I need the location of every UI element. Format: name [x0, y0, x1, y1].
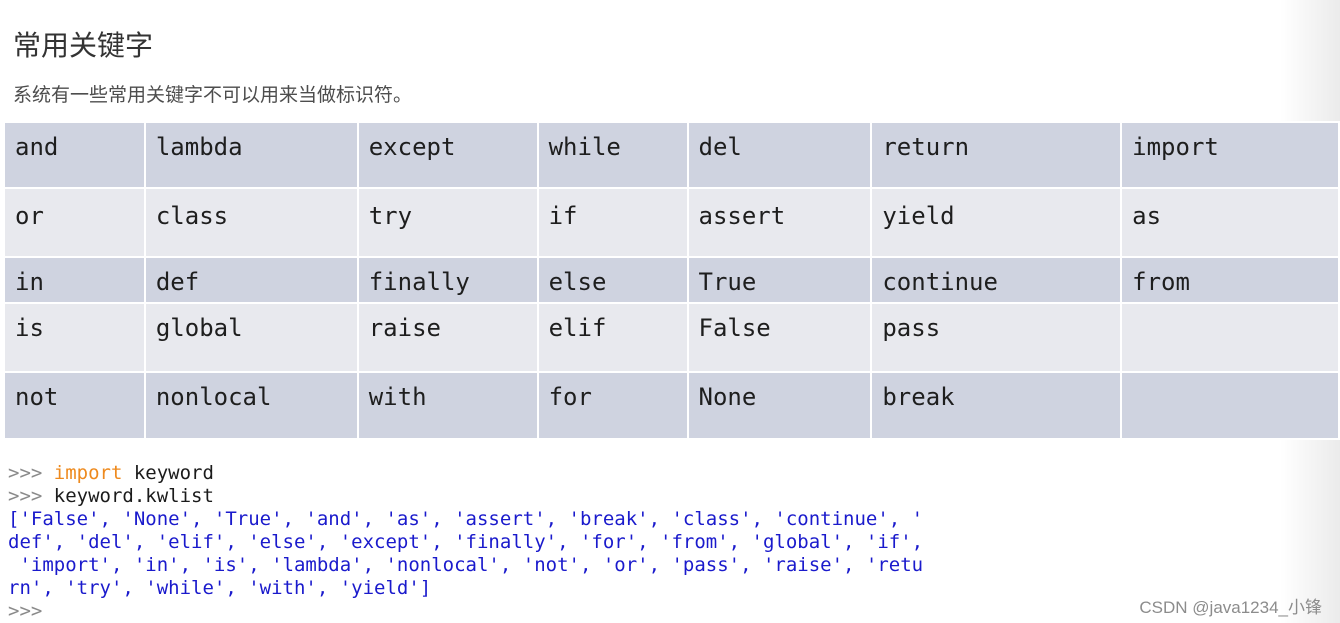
table-row: and lambda except while del return impor… — [3, 121, 1340, 189]
table-row: is global raise elif False pass — [3, 302, 1340, 373]
section-heading: 常用关键字 — [13, 29, 154, 62]
console-output: def', 'del', 'elif', 'else', 'except', '… — [8, 531, 924, 553]
keyword-cell: nonlocal — [143, 371, 359, 440]
keyword-cell: as — [1120, 187, 1340, 258]
python-console: >>> import keyword >>> keyword.kwlist ['… — [8, 462, 923, 623]
keyword-cell: def — [143, 256, 359, 304]
keyword-cell: class — [143, 187, 359, 258]
keyword-cell: return — [870, 121, 1123, 189]
keyword-cell: global — [143, 302, 359, 373]
keyword-cell: while — [536, 121, 689, 189]
keyword-cell: not — [3, 371, 146, 440]
prompt-marker: >>> — [8, 600, 43, 622]
csdn-watermark: CSDN @java1234_小锋 — [1139, 598, 1322, 617]
keyword-table: and lambda except while del return impor… — [3, 121, 1340, 440]
table-row: not nonlocal with for None break — [3, 371, 1340, 440]
keyword-cell: False — [686, 302, 873, 373]
keyword-cell: or — [3, 187, 146, 258]
keyword-cell: continue — [870, 256, 1123, 304]
keyword-cell: assert — [686, 187, 873, 258]
keyword-cell — [1120, 371, 1340, 440]
keyword-cell: in — [3, 256, 146, 304]
keyword-cell: elif — [536, 302, 689, 373]
keyword-cell: raise — [356, 302, 539, 373]
console-command: keyword.kwlist — [42, 485, 214, 507]
keyword-cell: finally — [356, 256, 539, 304]
section-description: 系统有一些常用关键字不可以用来当做标识符。 — [13, 84, 413, 106]
keyword-cell: for — [536, 371, 689, 440]
keyword-cell — [1120, 302, 1340, 373]
keyword-cell: except — [356, 121, 539, 189]
keyword-cell: break — [870, 371, 1123, 440]
keyword-cell: is — [3, 302, 146, 373]
table-row: or class try if assert yield as — [3, 187, 1340, 258]
prompt-marker: >>> — [8, 485, 43, 507]
table-row: in def finally else True continue from — [3, 256, 1340, 304]
import-keyword: import — [53, 462, 123, 484]
console-output: ['False', 'None', 'True', 'and', 'as', '… — [8, 508, 924, 530]
keyword-cell: del — [686, 121, 873, 189]
keyword-cell: from — [1120, 256, 1340, 304]
keyword-cell: yield — [870, 187, 1123, 258]
keyword-cell: True — [686, 256, 873, 304]
keyword-cell: with — [356, 371, 539, 440]
keyword-cell: if — [536, 187, 689, 258]
console-output: rn', 'try', 'while', 'with', 'yield'] — [8, 577, 432, 599]
keyword-cell: None — [686, 371, 873, 440]
prompt-marker: >>> — [8, 462, 43, 484]
keyword-cell: import — [1120, 121, 1340, 189]
keyword-cell: pass — [870, 302, 1123, 373]
console-line: >>> keyword.kwlist — [8, 485, 214, 507]
console-command: keyword — [122, 462, 214, 484]
console-line: >>> import keyword — [8, 462, 214, 484]
keyword-cell: try — [356, 187, 539, 258]
keyword-cell: else — [536, 256, 689, 304]
keyword-cell: lambda — [143, 121, 359, 189]
console-output: 'import', 'in', 'is', 'lambda', 'nonloca… — [8, 554, 924, 576]
keyword-cell: and — [3, 121, 146, 189]
